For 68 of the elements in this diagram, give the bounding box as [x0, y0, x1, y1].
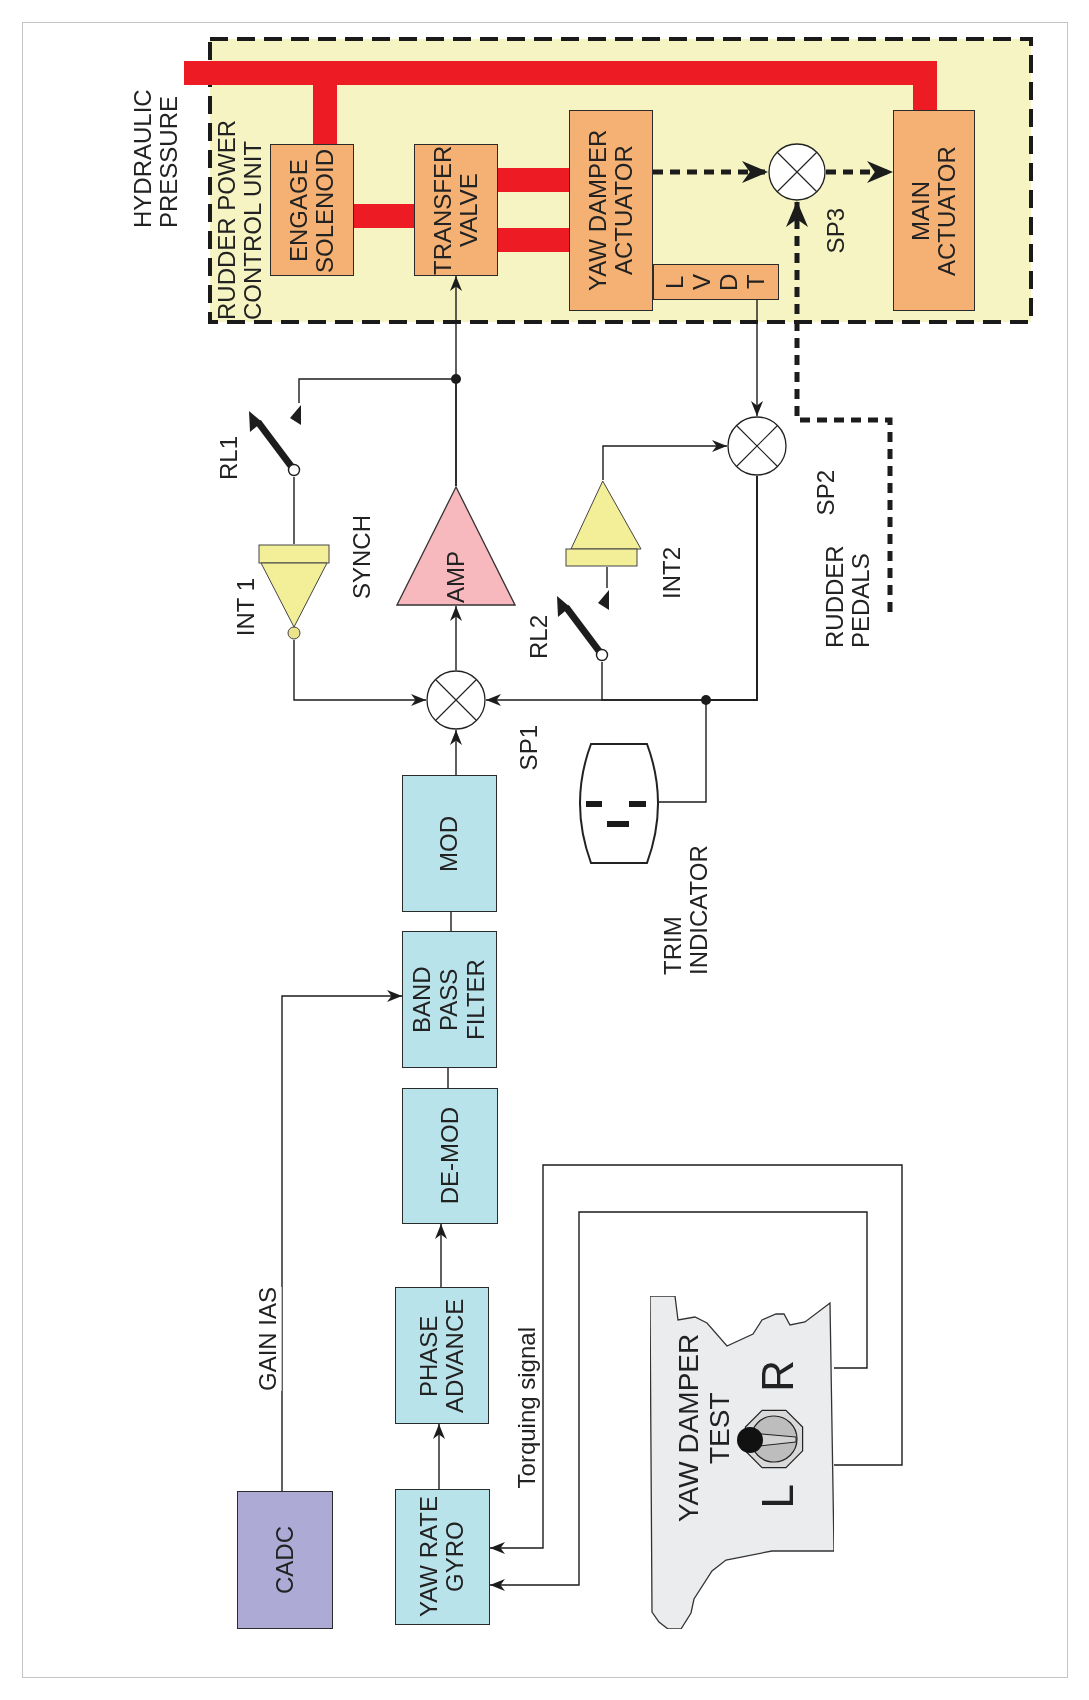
- component-box: [395, 1489, 490, 1625]
- integrator-symbol: [565, 480, 642, 567]
- arrow: [293, 639, 427, 706]
- arrow: [489, 1211, 868, 1591]
- symbol-label: RL2: [526, 614, 552, 659]
- integrator-symbol: [258, 544, 330, 640]
- switch-position-label: L: [756, 1483, 800, 1508]
- summing-junction: [426, 670, 486, 730]
- panel-label: YAW DAMPER TEST: [674, 1332, 736, 1525]
- component-box: [569, 110, 653, 311]
- symbol-label: RL1: [216, 435, 242, 480]
- dashed-arrow: [786, 201, 893, 612]
- component-label: CADC: [271, 1526, 299, 1594]
- summing-junction: [727, 416, 787, 476]
- arrow: [751, 299, 763, 417]
- component-label: MAIN ACTUATOR: [907, 144, 961, 278]
- symbol-label: SP2: [813, 469, 839, 515]
- signal-source-label: HYDRAULIC PRESSURE: [130, 88, 183, 228]
- component-label: BAND PASS FILTER: [409, 958, 490, 1042]
- component-box: [893, 110, 975, 311]
- connector-line: [447, 1067, 449, 1089]
- component-box: [270, 144, 354, 276]
- amplifier-triangle: [396, 486, 516, 606]
- component-label: TRANSFER VALVE: [429, 145, 483, 275]
- arrow: [433, 1423, 445, 1490]
- connector-line: [293, 476, 295, 545]
- component-label: DE-MOD: [436, 1107, 464, 1205]
- symbol-label: SP1: [516, 724, 542, 770]
- dashed-arrow: [826, 161, 893, 183]
- switch-position-label: R: [756, 1360, 800, 1392]
- dashed-arrow: [653, 161, 768, 183]
- arrow: [489, 1164, 903, 1554]
- group-label: RUDDER POWER CONTROL UNIT: [214, 119, 267, 320]
- arrow: [281, 990, 403, 1492]
- component-label: AMP: [442, 551, 470, 603]
- component-box: [395, 1287, 489, 1424]
- component-box: [402, 1088, 498, 1224]
- trim-indicator-drum: [579, 743, 659, 864]
- symbol-label: INT2: [659, 547, 685, 599]
- switch-panel: [650, 1296, 834, 1629]
- symbol-label: TRIM INDICATOR: [660, 844, 713, 975]
- symbol-label: SP3: [823, 207, 849, 253]
- arrow: [450, 729, 462, 776]
- component-label: YAW RATE GYRO: [416, 1495, 469, 1620]
- component-label: YAW DAMPER ACTUATOR: [584, 128, 638, 294]
- summing-junction: [768, 143, 826, 201]
- component-box: [237, 1491, 333, 1629]
- connector-line: [601, 475, 758, 701]
- arrow: [602, 440, 728, 481]
- component-box: [653, 264, 779, 300]
- connector-line: [298, 378, 457, 487]
- component-label: L V D T: [662, 272, 770, 292]
- component-box: [414, 144, 498, 276]
- component-box: [402, 775, 497, 912]
- arrow: [435, 1223, 447, 1288]
- component-label: MOD: [436, 815, 463, 872]
- arrow: [450, 605, 462, 671]
- hydraulic-line: [498, 228, 569, 252]
- component-label: PHASE ADVANCE: [415, 1297, 469, 1415]
- component-label: ENGAGE SOLENOID: [285, 147, 339, 273]
- hydraulic-line: [498, 168, 569, 192]
- symbol-label: INT 1: [233, 577, 259, 636]
- connector-line: [606, 566, 608, 589]
- connector-line: [450, 911, 452, 932]
- component-box: [402, 931, 497, 1068]
- hydraulic-line: [354, 204, 414, 228]
- symbol-label: SYNCH: [349, 515, 375, 599]
- signal-source-label: RUDDER PEDALS: [822, 544, 875, 648]
